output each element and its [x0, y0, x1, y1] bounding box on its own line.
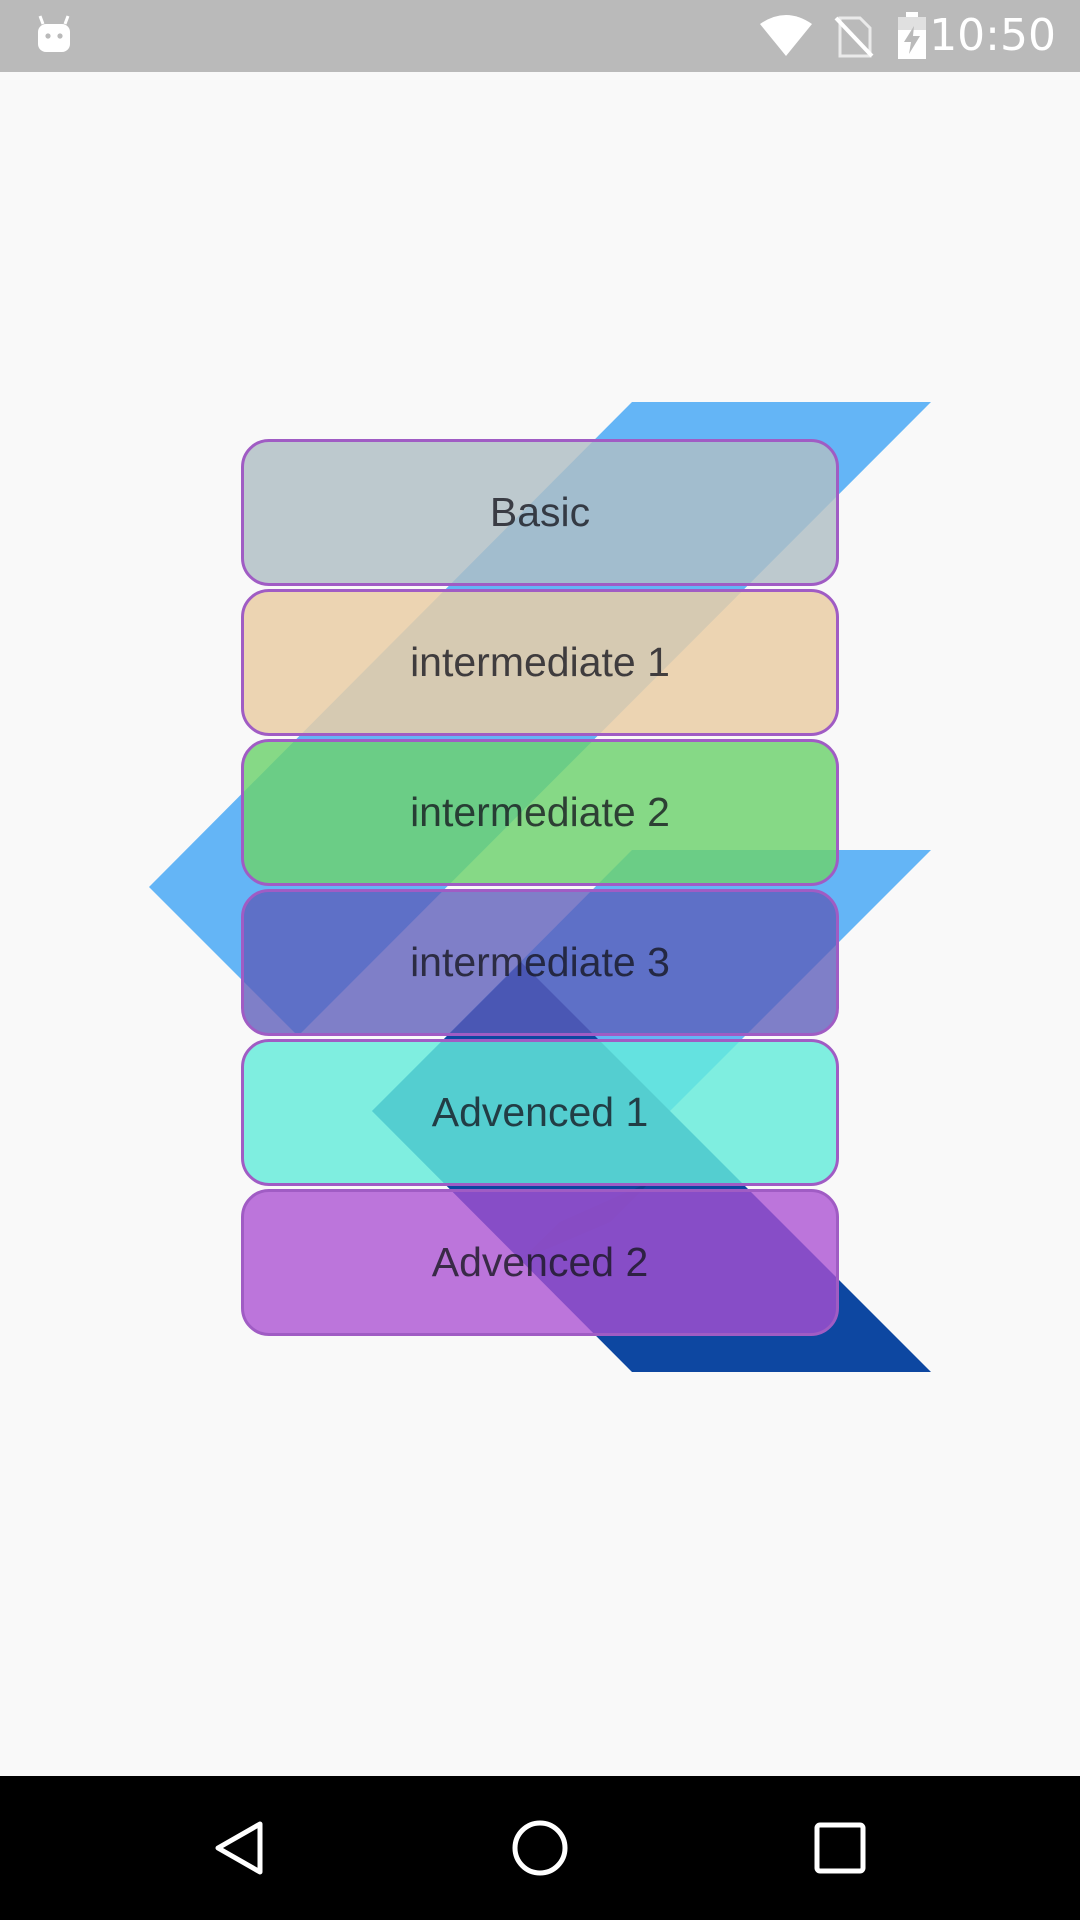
android-icon	[38, 15, 70, 52]
level-button-advenced-2[interactable]: Advenced 2	[241, 1189, 839, 1336]
level-button-label: intermediate 3	[410, 939, 670, 985]
status-time: 10:50	[929, 10, 1056, 61]
recents-icon	[814, 1822, 866, 1874]
level-button-intermediate-1[interactable]: intermediate 1	[241, 589, 839, 736]
back-button[interactable]	[168, 1776, 312, 1920]
level-button-label: intermediate 2	[410, 789, 670, 835]
level-button-advenced-1[interactable]: Advenced 1	[241, 1039, 839, 1186]
level-button-intermediate-3[interactable]: intermediate 3	[241, 889, 839, 1036]
main-content: Basic intermediate 1 intermediate 2 inte…	[0, 72, 1080, 1776]
home-icon	[512, 1820, 568, 1876]
battery-charging-icon	[898, 12, 926, 59]
navigation-bar	[0, 1776, 1080, 1920]
no-sim-icon	[834, 16, 874, 58]
level-button-label: Advenced 2	[431, 1239, 649, 1285]
back-icon	[215, 1821, 263, 1875]
home-button[interactable]	[468, 1776, 612, 1920]
status-bar: 10:50	[0, 0, 1080, 72]
level-button-basic[interactable]: Basic	[241, 439, 839, 586]
level-button-intermediate-2[interactable]: intermediate 2	[241, 739, 839, 886]
wifi-icon	[760, 15, 812, 56]
recents-button[interactable]	[768, 1776, 912, 1920]
level-button-label: Advenced 1	[431, 1089, 649, 1135]
level-button-label: intermediate 1	[410, 639, 670, 685]
level-button-label: Basic	[489, 489, 591, 535]
